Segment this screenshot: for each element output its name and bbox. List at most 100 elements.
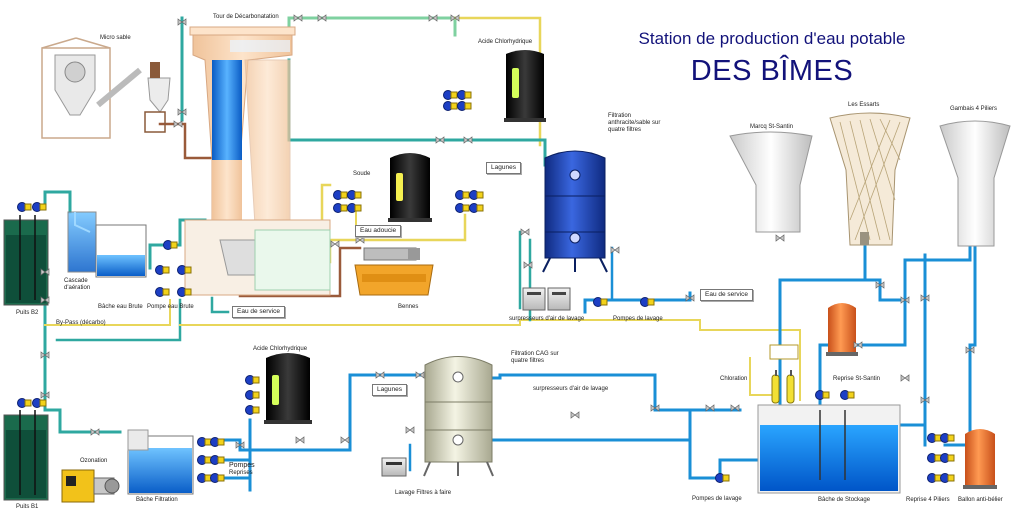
valve-icon[interactable] <box>173 120 183 128</box>
label-marcq: Marcq St-Santin <box>750 124 794 130</box>
pump-motor-icon <box>464 91 472 99</box>
tag-eau-de-service-left[interactable]: Eau de service <box>232 306 285 318</box>
label-puits-b1: Puits B1 <box>16 504 39 510</box>
ozonation-unit[interactable] <box>61 469 120 503</box>
valve-icon[interactable] <box>920 396 930 404</box>
label-bennes: Bennes <box>398 304 419 310</box>
label-surpresseurs-bottom: surpresseurs d'air de lavage <box>533 386 609 392</box>
label-cascade-1: Cascade <box>64 278 88 284</box>
valve-icon[interactable] <box>177 18 187 26</box>
tag-lagunes-top[interactable]: Lagunes <box>486 162 521 174</box>
bennes <box>354 247 434 296</box>
puits-b2[interactable] <box>3 215 49 306</box>
valve-icon[interactable] <box>415 371 425 379</box>
valve-icon[interactable] <box>40 391 50 399</box>
label-acide-chlorhydrique-bottom: Acide Chlorhydrique <box>253 346 308 352</box>
chloration-bottles[interactable] <box>769 344 799 404</box>
label-ozonation: Ozonation <box>80 458 108 464</box>
label-bache-filtration: Bâche Filtration <box>136 497 178 503</box>
pipe-sludge <box>238 246 362 298</box>
label-filtration-sable-3: quatre filtres <box>608 127 642 133</box>
pipe-cag-out-bottom <box>486 408 692 442</box>
valve-icon[interactable] <box>730 404 740 412</box>
valve-icon[interactable] <box>177 108 187 116</box>
valve-icon[interactable] <box>428 14 438 22</box>
valve-icon[interactable] <box>570 411 580 419</box>
valve-icon[interactable] <box>450 14 460 22</box>
valve-icon[interactable] <box>520 228 530 236</box>
label-pompes-lavage-top: Pompes de lavage <box>613 316 663 322</box>
valve-icon[interactable] <box>90 428 100 436</box>
valve-icon[interactable] <box>330 240 340 248</box>
surpresseurs-top[interactable] <box>522 287 571 311</box>
chateau-les-essarts[interactable] <box>829 112 911 246</box>
valve-icon[interactable] <box>875 281 885 289</box>
valve-icon[interactable] <box>965 346 975 354</box>
valve-icon[interactable] <box>463 136 473 144</box>
pipe-cag-out-top <box>486 373 742 412</box>
chateau-marcq[interactable] <box>729 131 813 233</box>
cascade-aeration <box>67 211 97 273</box>
label-ballon-anti-belier: Ballon anti-bélier <box>958 497 1003 503</box>
valve-icon[interactable] <box>685 294 695 302</box>
tag-eau-de-service-right[interactable]: Eau de service <box>700 289 753 301</box>
label-acide-chlorhydrique-top: Acide Chlorhydrique <box>478 39 533 45</box>
puits-b1[interactable] <box>3 410 49 501</box>
valve-icon[interactable] <box>293 14 303 22</box>
pipe-gambais-c <box>943 238 977 447</box>
bache-eau-brute <box>95 224 147 278</box>
pump-motor-icon <box>354 191 362 199</box>
tank-acide-top[interactable] <box>504 50 546 122</box>
valve-icon[interactable] <box>610 246 620 254</box>
pump-motor-icon <box>252 391 260 399</box>
label-filtration-sable-2: anthracite/sable sur <box>608 120 661 126</box>
bache-stockage[interactable] <box>757 404 901 494</box>
pump-motor-icon <box>184 288 192 296</box>
pump-motor-icon <box>947 454 955 462</box>
pump-motor-icon <box>462 204 470 212</box>
pump-motor-icon <box>822 391 830 399</box>
filtre-anthracite-sable[interactable] <box>542 150 608 273</box>
tank-acide-bottom[interactable] <box>264 353 312 424</box>
valve-icon[interactable] <box>853 341 863 349</box>
valve-icon[interactable] <box>235 441 245 449</box>
tag-eau-adoucie[interactable]: Eau adoucie <box>355 225 402 237</box>
label-pompe-eau-brute: Pompe eau Brute <box>147 304 194 310</box>
valve-icon[interactable] <box>900 296 910 304</box>
lavage-filtres-unit[interactable] <box>381 457 407 477</box>
tank-soude[interactable] <box>388 153 432 222</box>
valve-icon[interactable] <box>920 294 930 302</box>
valve-icon[interactable] <box>40 351 50 359</box>
valve-icon[interactable] <box>317 14 327 22</box>
filtre-cag[interactable] <box>423 356 494 477</box>
valve-icon[interactable] <box>705 404 715 412</box>
valve-icon[interactable] <box>405 426 415 434</box>
valve-icon[interactable] <box>355 236 365 244</box>
ballon-anti-belier-top[interactable] <box>826 303 858 356</box>
valve-icon[interactable] <box>40 268 50 276</box>
pipe-washpumps-out <box>638 291 692 302</box>
ballon-anti-belier[interactable] <box>963 429 997 489</box>
valve-icon[interactable] <box>340 436 350 444</box>
pump-motor-icon <box>450 102 458 110</box>
tag-lagunes-bottom[interactable]: Lagunes <box>372 384 407 396</box>
decarbonatation-tower[interactable] <box>184 26 331 296</box>
valve-icon[interactable] <box>295 436 305 444</box>
chateau-gambais[interactable] <box>939 120 1011 247</box>
valve-icon[interactable] <box>775 234 785 242</box>
valve-icon[interactable] <box>900 374 910 382</box>
valve-icon[interactable] <box>523 261 533 269</box>
pipe-chlore <box>749 357 776 396</box>
valve-icon[interactable] <box>650 404 660 412</box>
valve-icon[interactable] <box>40 296 50 304</box>
pipe-bypass-2 <box>55 298 182 342</box>
pump-motor-icon <box>476 204 484 212</box>
pump-group[interactable] <box>17 14 975 483</box>
valve-icon[interactable] <box>375 371 385 379</box>
label-filtration-sable-1: Filtration <box>608 113 632 119</box>
pump-motor-icon <box>464 102 472 110</box>
page-title: Station de production d'eau potable <box>638 29 906 48</box>
label-filtration-cag-2: quatre filtres <box>511 358 545 364</box>
valve-icon[interactable] <box>435 136 445 144</box>
